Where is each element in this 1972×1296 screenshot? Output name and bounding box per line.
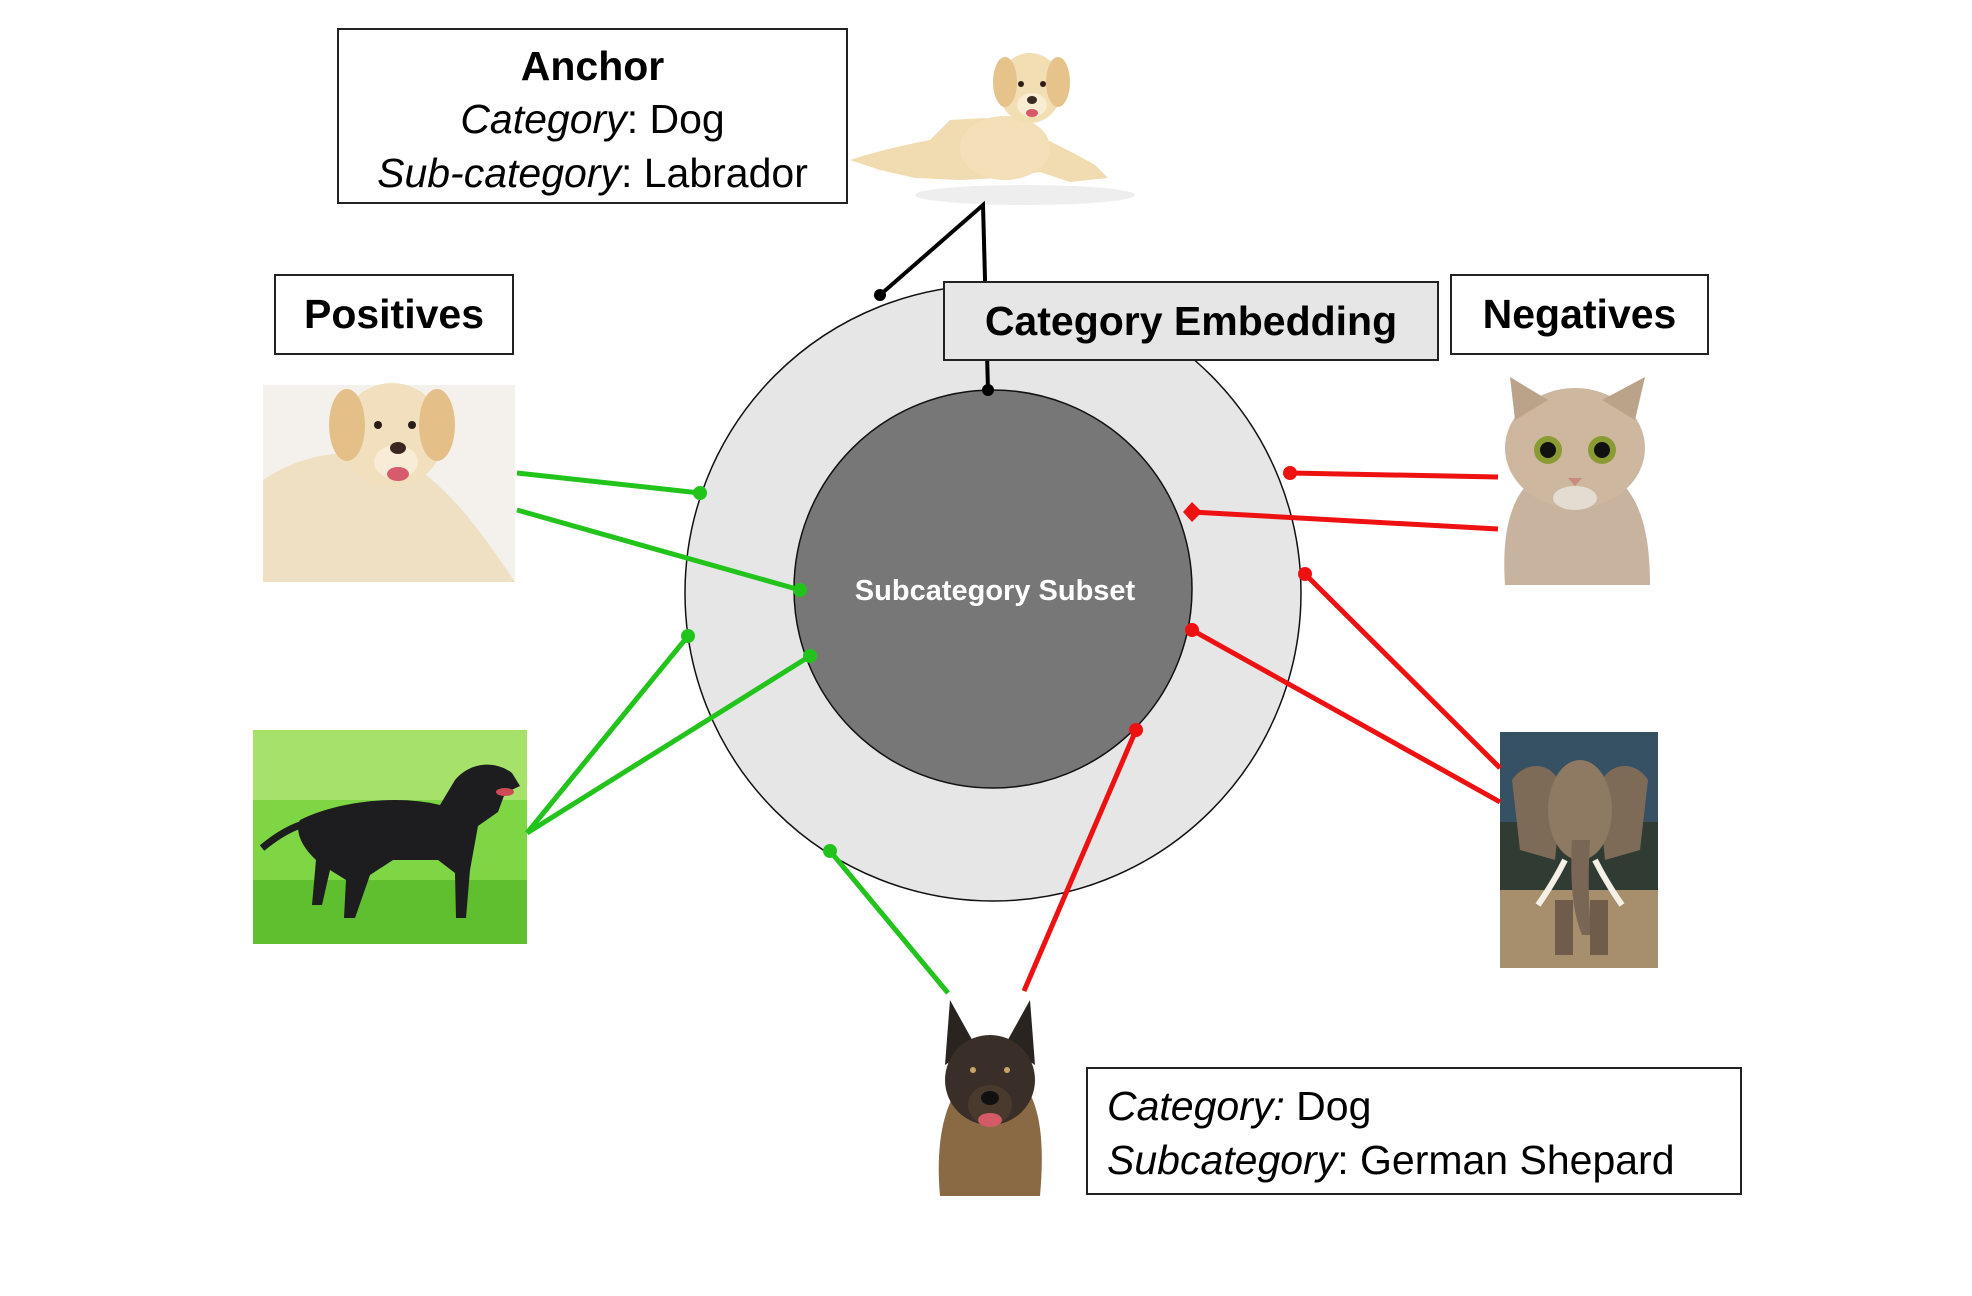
labrador-anchor-image xyxy=(850,53,1135,205)
anchor-category-key: Category xyxy=(460,96,627,142)
anchor-inner-dot xyxy=(982,384,994,396)
anchor-subcategory-value: : Labrador xyxy=(620,150,808,196)
labrador-positive-image xyxy=(263,383,515,582)
anchor-category-line: Category: Dog xyxy=(339,92,846,146)
category-embedding-label: Category Embedding xyxy=(943,281,1439,361)
positive-dots xyxy=(681,486,837,858)
negatives-label: Negatives xyxy=(1450,274,1709,355)
black-labrador-image xyxy=(253,730,527,944)
shepherd-subcategory-value: : German Shepard xyxy=(1337,1137,1675,1183)
negative-dots xyxy=(1129,466,1312,737)
anchor-outer-dot xyxy=(874,289,886,301)
anchor-subcategory-line: Sub-category: Labrador xyxy=(339,146,846,200)
anchor-category-value: : Dog xyxy=(626,96,725,142)
shepherd-category-key: Category: xyxy=(1107,1083,1285,1129)
negative-connectors xyxy=(1021,470,1502,992)
subcategory-subset-label: Subcategory Subset xyxy=(854,575,1136,607)
anchor-title: Anchor xyxy=(520,43,665,89)
anchor-subcategory-key: Sub-category xyxy=(377,150,621,196)
anchor-box: Anchor Category: Dog Sub-category: Labra… xyxy=(337,28,848,204)
positives-label: Positives xyxy=(274,274,514,355)
cat-image xyxy=(1500,375,1650,585)
shepherd-info-box: Category: Dog Subcategory: German Shepar… xyxy=(1086,1067,1742,1195)
shepherd-subcategory-key: Subcategory xyxy=(1107,1137,1338,1183)
shepherd-subcategory-line: Subcategory: German Shepard xyxy=(1107,1133,1740,1187)
shepherd-category-line: Category: Dog xyxy=(1107,1079,1740,1133)
positive-connectors xyxy=(516,470,950,995)
shepherd-category-value: Dog xyxy=(1284,1083,1372,1129)
elephant-image xyxy=(1500,732,1658,968)
german-shepherd-image xyxy=(936,1000,1042,1196)
